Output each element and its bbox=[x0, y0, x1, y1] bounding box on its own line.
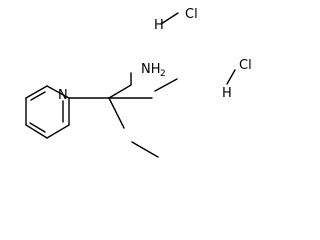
double-bond-c4-c5 bbox=[29, 122, 46, 133]
pyridine-ring bbox=[25, 85, 70, 139]
hcl-1-bond bbox=[160, 12, 179, 25]
hcl-1-hydrogen-label: H bbox=[154, 18, 164, 33]
bond-c6-n bbox=[25, 85, 48, 99]
ring-nitrogen-label: N bbox=[58, 88, 68, 103]
hcl-2-hydrogen-label: H bbox=[222, 86, 232, 101]
bond-quaternary-carbon-o-lower bbox=[108, 97, 125, 129]
hcl-2-bond bbox=[226, 69, 236, 85]
bond-c3-c4 bbox=[46, 124, 70, 139]
hcl-1-chlorine-label: Cl bbox=[185, 7, 198, 22]
double-bond-c6-n bbox=[30, 91, 46, 101]
atom-labels: N NH 2 bbox=[58, 62, 166, 103]
bond-c4-c5 bbox=[25, 124, 48, 139]
bond-quaternary-carbon-ch2 bbox=[108, 84, 132, 99]
bond-o-upper-methyl bbox=[154, 78, 178, 92]
hcl-2-chlorine-label: Cl bbox=[239, 58, 252, 73]
hcl-1: H Cl bbox=[154, 7, 198, 33]
bond-o-lower-methyl bbox=[131, 141, 159, 158]
hcl-2: Cl H bbox=[222, 58, 252, 101]
amine-subscript: 2 bbox=[160, 69, 166, 79]
structure-diagram: N NH 2 H Cl Cl H bbox=[25, 7, 252, 158]
backbone bbox=[68, 72, 178, 158]
structure-canvas: N NH 2 H Cl Cl H bbox=[25, 7, 252, 158]
bond-n-c2 bbox=[46, 85, 70, 99]
amine-label: NH bbox=[141, 62, 161, 77]
